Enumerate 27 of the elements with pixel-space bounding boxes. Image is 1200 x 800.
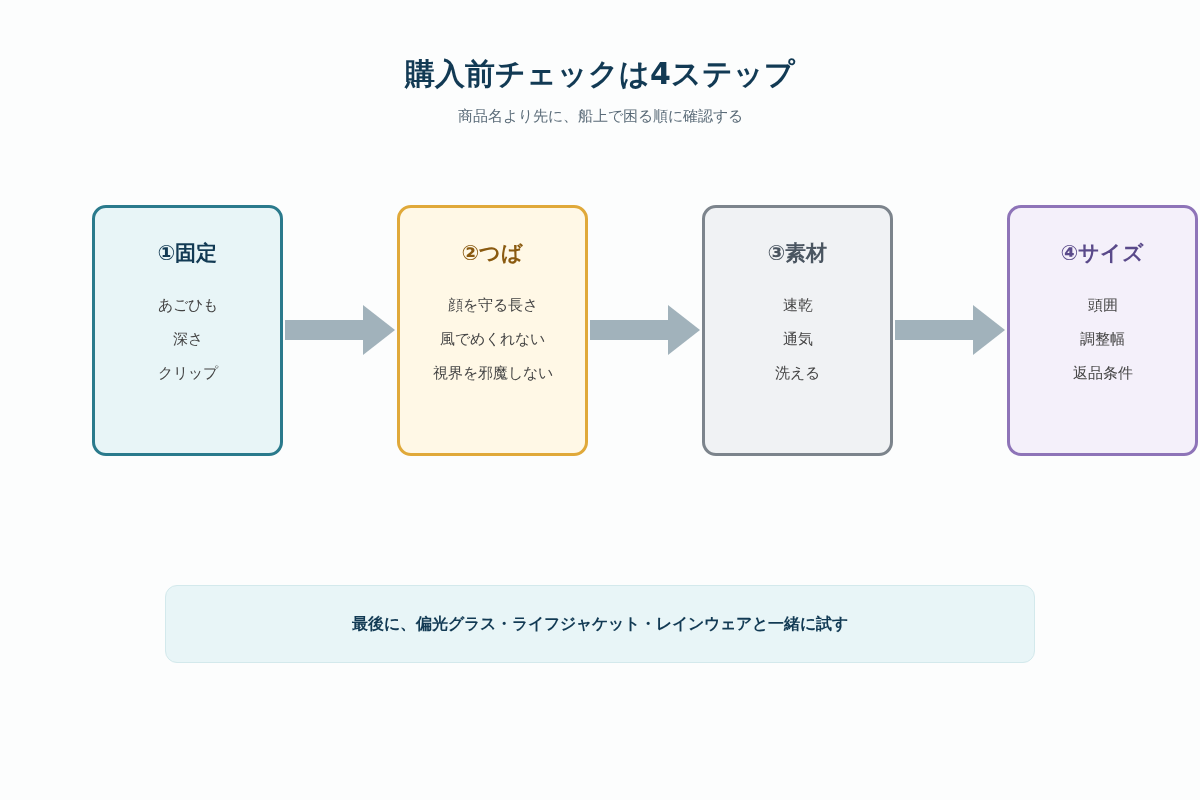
subtitle: 商品名より先に、船上で困る順に確認する xyxy=(457,107,743,126)
checklist-item: 速乾 xyxy=(782,295,813,317)
step-card xyxy=(92,205,283,456)
step-card xyxy=(397,205,588,456)
checklist-item: 調整幅 xyxy=(1080,329,1125,351)
checklist-item: クリップ xyxy=(157,363,218,385)
checklist-item: 通気 xyxy=(782,329,813,351)
checklist-item: 返品条件 xyxy=(1072,363,1133,385)
block-arrow xyxy=(590,305,700,355)
checklist-item: 洗える xyxy=(775,363,820,385)
step-card xyxy=(702,205,893,456)
step-heading: ②つば xyxy=(461,241,524,267)
checklist-item: 頭囲 xyxy=(1087,295,1118,317)
checklist-item: 深さ xyxy=(172,329,203,351)
checklist-item: 風でめくれない xyxy=(440,329,545,351)
checklist-item: 視界を邪魔しない xyxy=(432,363,553,385)
step-heading: ①固定 xyxy=(157,241,218,267)
block-arrow xyxy=(895,305,1005,355)
block-arrow xyxy=(285,305,395,355)
step-card xyxy=(1007,205,1198,456)
step-heading: ③素材 xyxy=(767,241,828,267)
checklist-item: 顔を守る長さ xyxy=(447,295,538,317)
note-banner xyxy=(165,585,1035,663)
note-text: 最後に、偏光グラス・ライフジャケット・レインウェアと一緒に試す xyxy=(352,613,848,635)
step-heading: ④サイズ xyxy=(1060,241,1145,267)
checklist-item: あごひも xyxy=(157,295,218,317)
diagram-title: 購入前チェックは4ステップ xyxy=(405,55,795,93)
